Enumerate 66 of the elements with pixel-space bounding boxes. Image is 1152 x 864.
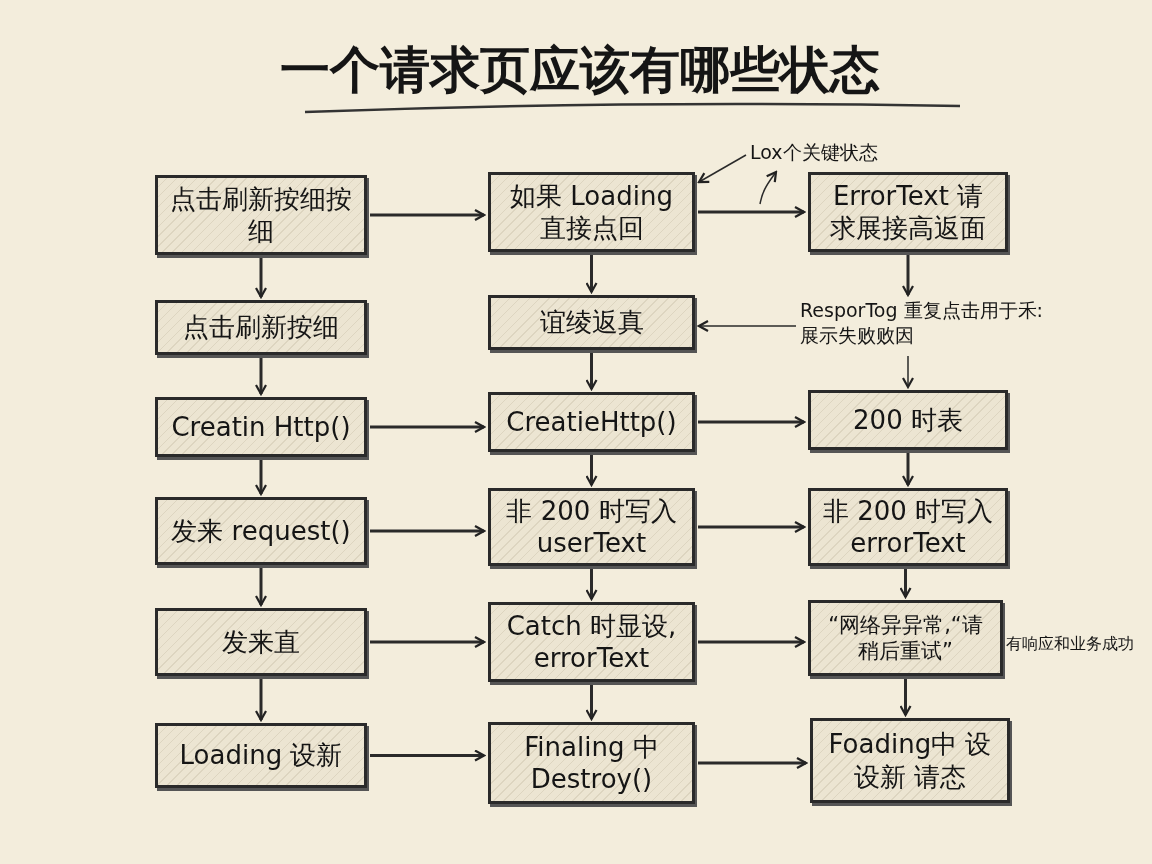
box-text: Finaling 中 Destroy() [523, 730, 660, 796]
arrow [254, 567, 268, 607]
box-text: 200 时表 [853, 403, 963, 437]
box-text: 非 200 时写入 userText [505, 494, 678, 560]
annotation-text: Lox个关键状态 [750, 140, 910, 170]
process-box [155, 300, 367, 355]
process-box [808, 600, 1003, 676]
arrow [254, 257, 268, 299]
arrow [899, 568, 912, 599]
arrow [697, 154, 747, 184]
process-box [488, 722, 695, 804]
arrow [698, 415, 806, 429]
side-note: 有响应和业务成功 [1006, 634, 1134, 655]
arrow [585, 254, 598, 294]
process-box [488, 295, 695, 350]
arrow [697, 319, 797, 333]
process-box [155, 608, 367, 676]
arrow [901, 452, 915, 487]
process-box [488, 602, 695, 682]
title: 一个请求页应该有哪些状态 [279, 40, 881, 100]
arrow [698, 635, 806, 649]
box-text: ErrorText 请求展接高返面 [829, 179, 987, 245]
box-text: 发来直 [222, 625, 300, 659]
arrow [585, 454, 598, 487]
box-text: 发来 request() [171, 514, 351, 548]
arrow [370, 420, 486, 434]
box-text: 点击刷新按细按细 [169, 182, 353, 248]
arrow [698, 205, 806, 219]
process-box [155, 723, 367, 788]
arrow [254, 459, 268, 496]
process-box [488, 392, 695, 452]
box-text: 如果 Loading直接点回 [509, 179, 674, 245]
arrow [899, 678, 912, 717]
arrow [370, 524, 486, 538]
process-box [808, 172, 1008, 252]
arrow [759, 170, 778, 205]
arrow [370, 635, 486, 649]
arrow [254, 678, 268, 722]
box-text: Loading 设新 [179, 739, 343, 772]
arrow [585, 568, 598, 601]
box-text: Creatin Http() [171, 410, 351, 444]
process-box [155, 175, 367, 255]
arrow [901, 355, 915, 389]
arrow [254, 357, 268, 396]
box-text: 点击刷新按细 [183, 311, 339, 344]
arrow [585, 684, 598, 721]
annotation-text: ResporTog 重复点击用于禾:展示失败败因 [800, 298, 1050, 354]
process-box [810, 718, 1010, 803]
process-box [488, 172, 695, 252]
process-box [808, 390, 1008, 450]
box-text: 谊绫返真 [539, 306, 644, 339]
box-text: “网络异异常,“请稍后重试” [827, 611, 984, 665]
process-box [488, 488, 695, 566]
arrow [370, 749, 486, 762]
process-box [155, 497, 367, 565]
box-text: CreatieHttp() [506, 405, 677, 439]
arrow [370, 208, 486, 222]
arrow [698, 520, 806, 534]
arrow [698, 756, 808, 770]
box-text: Foading中 设设新 请态 [827, 728, 993, 793]
box-text: Catch 时显设, errorText [505, 609, 678, 675]
process-box [808, 488, 1008, 566]
box-text: 非 200 时写入 errorText [821, 494, 995, 560]
arrow [901, 254, 915, 297]
arrow [585, 352, 598, 391]
process-box [155, 397, 367, 457]
